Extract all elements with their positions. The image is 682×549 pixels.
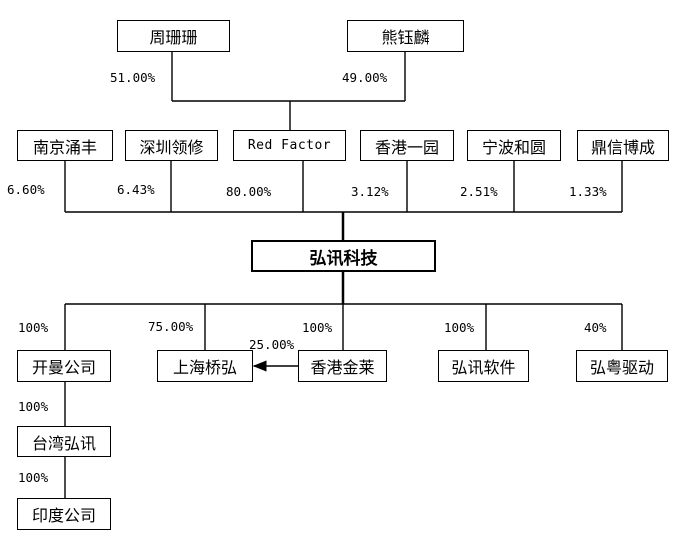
shareholder-redfactor-pct: 80.00%	[226, 184, 272, 199]
holder-xiong-box: 熊钰麟	[347, 20, 464, 52]
sub-shanghai-box: 上海桥弘	[157, 350, 253, 382]
sub-drive-box: 弘粤驱动	[576, 350, 668, 382]
shareholder-nanjing-pct: 6.60%	[7, 182, 45, 197]
chain-india-pct: 100%	[18, 470, 49, 485]
sub-kaiman-box: 开曼公司	[17, 350, 111, 382]
sub-software-box: 弘讯软件	[438, 350, 529, 382]
chain-taiwan-box: 台湾弘讯	[17, 426, 111, 457]
sub-hkjinlai-pct: 100%	[302, 320, 333, 335]
sub-kaiman-pct: 100%	[18, 320, 49, 335]
shareholder-ningbo-pct: 2.51%	[460, 184, 498, 199]
sub-hkjinlai-box: 香港金莱	[298, 350, 387, 382]
shareholder-hk-yiyuan-pct: 3.12%	[351, 184, 389, 199]
holder-zhou-box: 周珊珊	[117, 20, 230, 52]
shareholder-hk-yiyuan-box: 香港一园	[360, 130, 454, 161]
shareholder-shenzhen-box: 深圳领修	[125, 130, 218, 161]
cross-holding-pct: 25.00%	[249, 337, 295, 352]
shareholder-dingxin-pct: 1.33%	[569, 184, 607, 199]
holder-zhou-pct: 51.00%	[110, 70, 156, 85]
chain-taiwan-pct: 100%	[18, 399, 49, 414]
sub-drive-pct: 40%	[584, 320, 607, 335]
company-box: 弘讯科技	[251, 240, 436, 272]
shareholder-dingxin-box: 鼎信博成	[577, 130, 669, 161]
shareholder-nanjing-box: 南京涌丰	[17, 130, 113, 161]
shareholder-redfactor-box: Red Factor	[233, 130, 346, 161]
sub-shanghai-pct: 75.00%	[148, 319, 194, 334]
shareholder-shenzhen-pct: 6.43%	[117, 182, 155, 197]
chain-india-box: 印度公司	[17, 498, 111, 530]
shareholder-ningbo-box: 宁波和圆	[467, 130, 561, 161]
sub-software-pct: 100%	[444, 320, 475, 335]
holder-xiong-pct: 49.00%	[342, 70, 388, 85]
